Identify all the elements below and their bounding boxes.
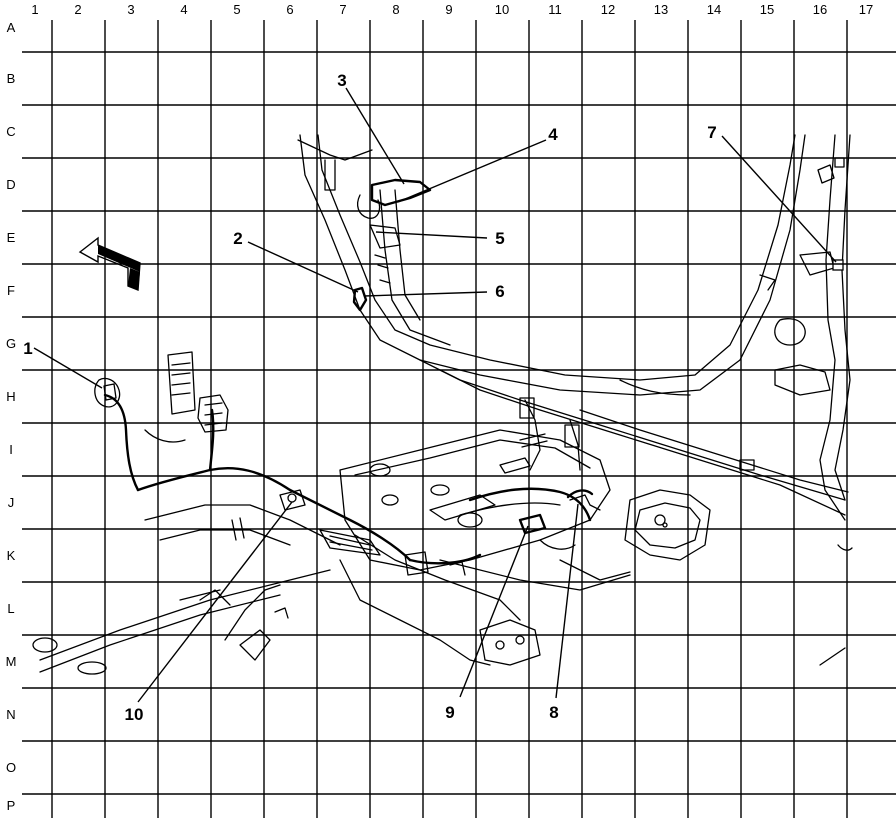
callouts: 1 2 3 4 5 6 7 8 9 10 <box>23 71 716 724</box>
row-header: F <box>7 283 15 298</box>
callout-8: 8 <box>549 703 558 722</box>
row-header: B <box>7 71 16 86</box>
callout-4: 4 <box>548 125 558 144</box>
row-header: K <box>7 548 16 563</box>
row-header: P <box>7 798 16 813</box>
row-header: I <box>9 442 13 457</box>
row-header: E <box>7 230 16 245</box>
callout-leaders <box>33 87 837 703</box>
row-header: J <box>8 495 15 510</box>
column-header: 5 <box>233 2 240 17</box>
column-header: 12 <box>601 2 615 17</box>
column-header: 11 <box>548 2 562 17</box>
callout-1: 1 <box>23 339 32 358</box>
column-header: 7 <box>339 2 346 17</box>
row-header: D <box>6 177 15 192</box>
callout-3: 3 <box>337 71 346 90</box>
column-header: 16 <box>813 2 827 17</box>
row-header: O <box>6 760 16 775</box>
vehicle-line-art <box>32 134 853 675</box>
column-header: 13 <box>654 2 668 17</box>
row-header: A <box>7 20 16 35</box>
column-header: 2 <box>74 2 81 17</box>
row-header: M <box>6 654 17 669</box>
column-header: 15 <box>760 2 774 17</box>
callout-5: 5 <box>495 229 504 248</box>
column-header: 14 <box>707 2 721 17</box>
callout-2: 2 <box>233 229 242 248</box>
column-header: 9 <box>445 2 452 17</box>
column-header: 3 <box>127 2 134 17</box>
column-header: 8 <box>392 2 399 17</box>
callout-10: 10 <box>125 705 144 724</box>
column-header: 10 <box>495 2 509 17</box>
row-header: H <box>6 389 15 404</box>
callout-7: 7 <box>707 123 716 142</box>
column-header: 17 <box>859 2 873 17</box>
column-headers: 1 2 3 4 5 6 7 8 9 10 11 12 13 14 15 16 1… <box>31 2 873 17</box>
column-header: 1 <box>31 2 38 17</box>
row-headers: A B C D E F G H I J K L M N O P <box>6 20 17 813</box>
row-header: N <box>6 707 15 722</box>
front-direction-arrow-icon <box>78 236 141 292</box>
row-header: G <box>6 336 16 351</box>
row-header: C <box>6 124 15 139</box>
column-header: 4 <box>180 2 187 17</box>
row-header: L <box>7 601 14 616</box>
reference-grid <box>22 20 896 818</box>
callout-6: 6 <box>495 282 504 301</box>
callout-9: 9 <box>445 703 454 722</box>
column-header: 6 <box>286 2 293 17</box>
